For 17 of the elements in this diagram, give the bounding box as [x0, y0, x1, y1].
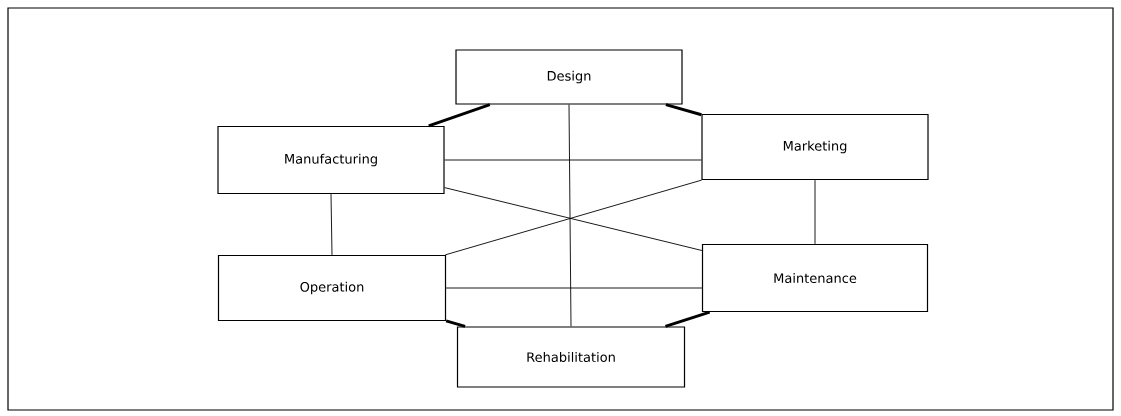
connector-line — [814, 179, 816, 245]
connector-line — [444, 159, 702, 161]
process-box: Rehabilitation — [456, 326, 686, 388]
connector-line — [665, 310, 711, 328]
connector-line — [444, 187, 703, 251]
process-box: Design — [455, 49, 683, 105]
connector-line — [445, 319, 466, 328]
process-box: Manufacturing — [217, 125, 445, 195]
process-box: Operation — [217, 254, 447, 322]
connector-line — [330, 193, 333, 256]
connector-line — [568, 104, 572, 327]
process-box: Maintenance — [701, 243, 929, 313]
connector-line — [665, 103, 702, 117]
process-box: Marketing — [701, 113, 929, 181]
connector-line — [445, 287, 703, 289]
connector-line — [428, 103, 491, 128]
connector-line — [444, 179, 703, 256]
